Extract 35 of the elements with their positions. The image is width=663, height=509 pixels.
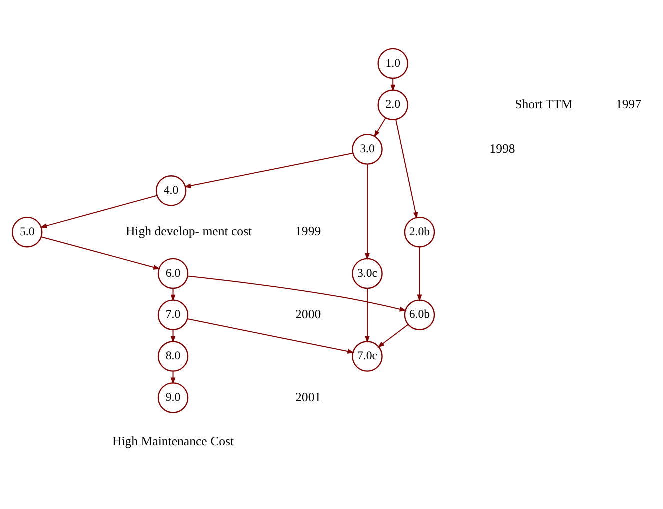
label: Short TTM bbox=[515, 97, 573, 112]
label: 2001 bbox=[296, 390, 322, 404]
label: 1999 bbox=[296, 224, 322, 239]
arrow bbox=[365, 164, 370, 260]
arrow bbox=[187, 318, 355, 354]
arrow bbox=[378, 324, 409, 348]
node-circle: 7.0c bbox=[352, 341, 383, 372]
label: 1997 bbox=[616, 97, 642, 112]
node-circle: 8.0 bbox=[158, 341, 189, 372]
node-circle: 6.0 bbox=[158, 258, 189, 290]
node-circle: 3.0c bbox=[352, 258, 383, 290]
arrow bbox=[390, 78, 396, 92]
arrow bbox=[187, 276, 407, 312]
label: 2000 bbox=[296, 307, 322, 322]
arrow bbox=[170, 288, 176, 302]
arrow bbox=[417, 246, 422, 302]
node-circle: 5.0 bbox=[12, 216, 43, 248]
label: 1998 bbox=[490, 142, 516, 156]
node-circle: 2.0 bbox=[378, 90, 408, 121]
label: High develop- ment cost bbox=[126, 224, 252, 239]
node-circle: 3.0 bbox=[352, 134, 383, 165]
arrow bbox=[184, 152, 354, 188]
label: High Maintenance Cost bbox=[112, 434, 234, 449]
node-circle: 9.0 bbox=[158, 382, 189, 414]
node-circle: 1.0 bbox=[378, 48, 408, 80]
node-circle: 2.0b bbox=[404, 216, 436, 248]
arrow bbox=[396, 120, 418, 220]
node-circle: 6.0b bbox=[404, 300, 436, 331]
arrow bbox=[40, 195, 158, 228]
node-circle: 4.0 bbox=[156, 176, 187, 206]
arrow bbox=[365, 288, 370, 344]
node-circle: 7.0 bbox=[158, 300, 189, 331]
arrow bbox=[374, 118, 386, 138]
arrow bbox=[170, 330, 176, 344]
arrow bbox=[41, 236, 161, 270]
